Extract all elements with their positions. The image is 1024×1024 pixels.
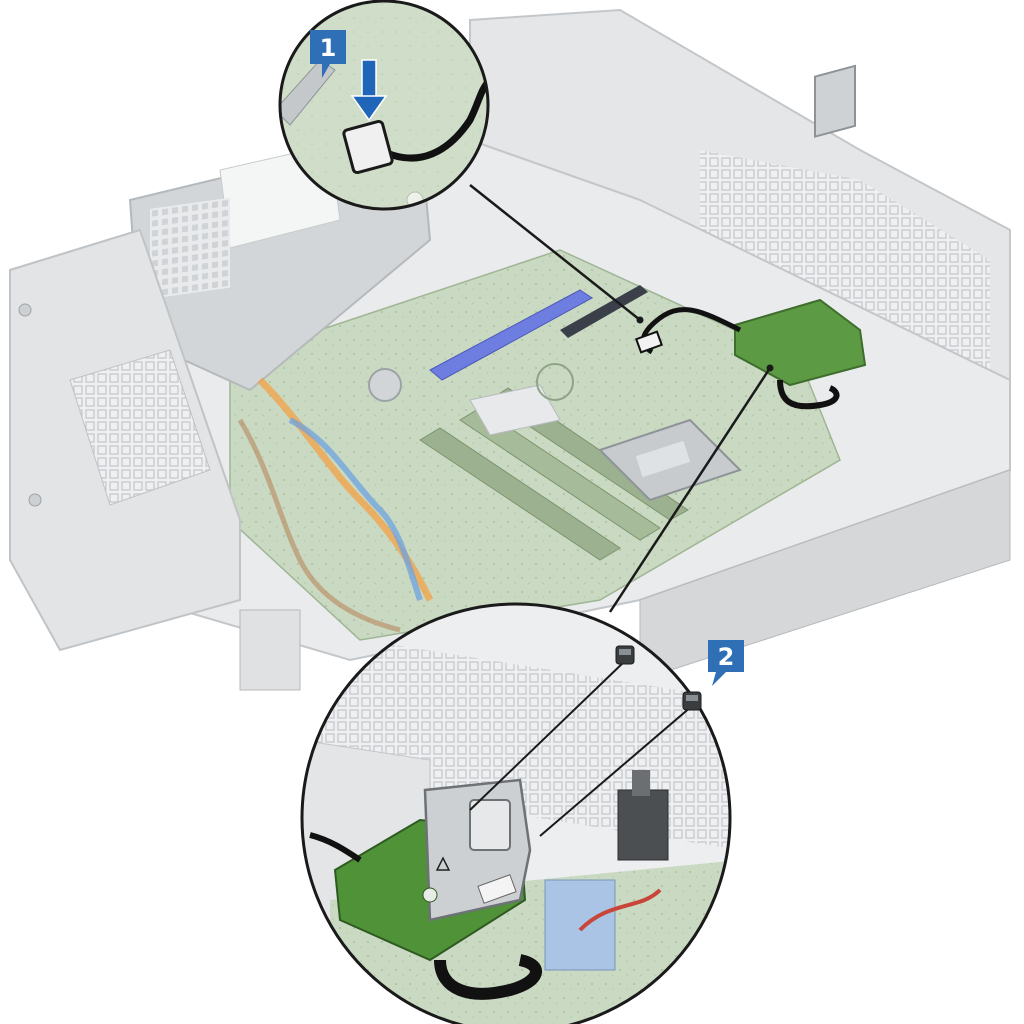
dell-logo <box>536 363 574 401</box>
callout-flag-2: 2 <box>708 640 744 686</box>
leader-line-2 <box>608 367 772 613</box>
inset1-cable <box>378 77 488 162</box>
leader-dot-1 <box>636 316 644 324</box>
inset2-label-sticker <box>477 874 517 904</box>
front-screw-b <box>28 493 42 507</box>
inset2-mount-hole <box>422 887 438 903</box>
inset1-slot <box>280 59 336 126</box>
inset1-connector <box>342 119 394 175</box>
screw-icon <box>682 691 702 711</box>
cpu-logo-plate <box>635 440 691 478</box>
leader-line-1 <box>469 184 641 321</box>
inset2-cable <box>309 832 362 863</box>
card-reader-connector <box>634 330 664 354</box>
sata-cable-orange <box>257 377 434 602</box>
inset2-red-wire <box>578 888 662 932</box>
pcie-slot-small <box>560 285 648 338</box>
screw-icon <box>615 645 635 665</box>
inset2-standoff-top <box>632 770 650 796</box>
card-reader-board <box>734 298 867 387</box>
drive-cage-mesh <box>700 150 990 380</box>
pcie-slot <box>429 289 593 381</box>
callout-2-number: 2 <box>718 643 735 671</box>
cmos-battery <box>368 368 402 402</box>
screw-leader-a <box>469 659 627 811</box>
sata-cable-blue <box>288 417 423 601</box>
inset-2-border <box>300 602 732 1024</box>
heatsink <box>469 384 561 436</box>
dimm-slot-a <box>419 427 621 561</box>
card-reader-under-cable <box>777 379 840 410</box>
detail-inset-2 <box>300 602 732 1024</box>
leader-dot-2 <box>766 364 774 372</box>
inset-1-border <box>278 0 490 211</box>
power-cable-bundle <box>237 418 401 633</box>
inset2-warning-symbol <box>435 856 451 871</box>
screw-leader-b <box>539 705 693 837</box>
callout-1-number: 1 <box>320 34 337 62</box>
inset2-cable-bottom <box>434 954 542 1000</box>
card-reader-bracket <box>814 64 856 138</box>
front-fan-grill <box>69 349 211 506</box>
down-arrow-icon <box>350 59 388 122</box>
inset2-card-slot <box>469 799 511 851</box>
dimm-slot-b <box>459 407 661 541</box>
inset2-standoff <box>617 789 669 861</box>
front-usb-ports <box>239 609 301 691</box>
inset2-blue-connector <box>544 879 616 971</box>
callout-flag-1: 1 <box>310 30 346 78</box>
power-supply-vents <box>150 197 230 299</box>
computer-chassis <box>9 8 1011 691</box>
front-screw-a <box>18 303 32 317</box>
